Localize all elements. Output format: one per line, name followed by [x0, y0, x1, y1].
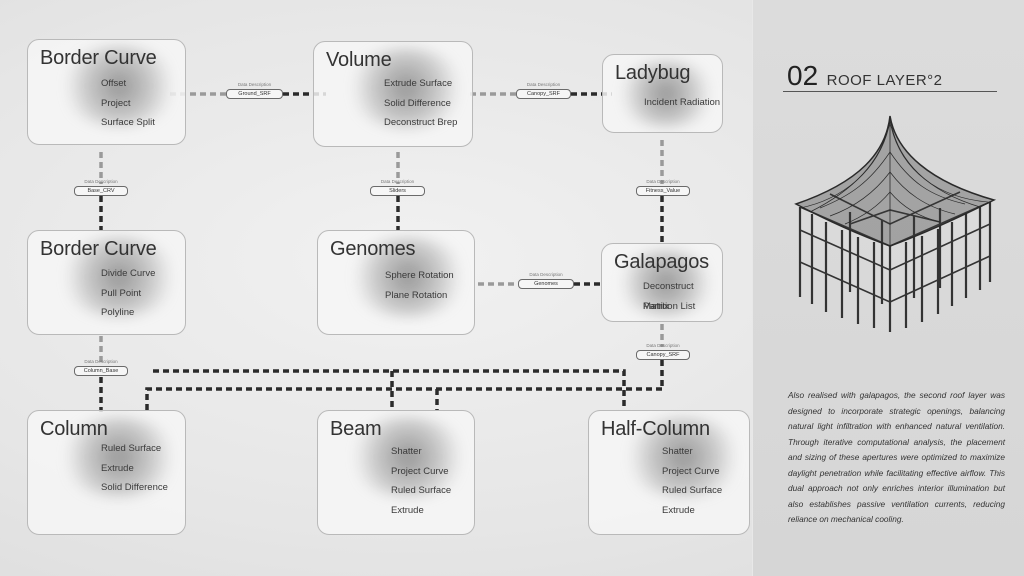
- component-item: Ruled Surface: [101, 443, 162, 454]
- component-item: Extrude Surface: [384, 78, 453, 89]
- component-list: Shatter Project Curve Ruled Surface Extr…: [662, 442, 722, 520]
- node-title: Half-Column: [601, 418, 710, 440]
- component-list: Sphere Rotation Plane Rotation: [385, 266, 454, 305]
- node-title: Ladybug: [615, 62, 691, 84]
- component-item: Solid Difference: [384, 97, 451, 109]
- connector-caption: Data Description: [646, 343, 680, 348]
- component-list: Extrude Surface Solid Difference Deconst…: [384, 74, 457, 133]
- component-list: Deconstruct Matrix Partition List: [643, 277, 722, 316]
- connector-base-crv[interactable]: Base_CRV: [74, 186, 128, 196]
- node-title: Galapagos: [614, 251, 709, 273]
- node-title: Border Curve: [40, 238, 157, 260]
- node-beam[interactable]: Beam Shatter Project Curve Ruled Surface…: [317, 410, 475, 535]
- heading-divider: [783, 91, 997, 92]
- connector-canopy-srf-top[interactable]: Canopy_SRF: [516, 89, 571, 99]
- description-panel: [752, 0, 1024, 576]
- connector-column-base[interactable]: Column_Base: [74, 366, 128, 376]
- connector-ground-srf[interactable]: Ground_SRF: [226, 89, 283, 99]
- component-item: Sphere Rotation: [385, 270, 454, 281]
- component-list: Offset Project Surface Split: [101, 74, 155, 133]
- node-genomes[interactable]: Genomes Sphere Rotation Plane Rotation: [317, 230, 475, 335]
- component-item: Incident Radiation: [644, 97, 721, 108]
- component-item: Extrude: [101, 462, 134, 474]
- node-title: Volume: [326, 49, 392, 71]
- pavilion-columns: [798, 202, 992, 332]
- connector-caption: Data Description: [526, 82, 561, 87]
- component-item: Ruled Surface: [662, 485, 723, 496]
- wire-bus-upper: [145, 387, 662, 410]
- component-item: Project Curve: [391, 465, 449, 477]
- component-item: Deconstruct Matrix: [643, 281, 694, 312]
- node-border-curve-2[interactable]: Border Curve Divide Curve Pull Point Pol…: [27, 230, 186, 335]
- node-title: Border Curve: [40, 47, 157, 69]
- component-item: Project Curve: [662, 465, 720, 477]
- connector-canopy-srf-bottom[interactable]: Canopy_SRF: [636, 350, 690, 360]
- node-title: Genomes: [330, 238, 416, 260]
- pavilion-roof: [794, 115, 997, 247]
- section-number: 02: [787, 60, 819, 91]
- section-title: ROOF LAYER°2: [826, 72, 943, 89]
- component-list: Ruled Surface Extrude Solid Difference: [101, 439, 168, 498]
- connector-fitness-value[interactable]: Fitness_Value: [636, 186, 690, 196]
- node-border-curve-1[interactable]: Border Curve Offset Project Surface Spli…: [27, 39, 186, 145]
- component-item: Project: [101, 97, 131, 109]
- component-list: Shatter Project Curve Ruled Surface Extr…: [391, 442, 451, 520]
- section-description: Also realised with galapagos, the second…: [788, 390, 1005, 524]
- roof-pavilion-illustration: [794, 115, 997, 332]
- component-item: Ruled Surface: [391, 485, 452, 496]
- component-item: Divide Curve: [101, 268, 156, 279]
- component-list: Divide Curve Pull Point Polyline: [101, 264, 155, 323]
- node-ladybug[interactable]: Ladybug Incident Radiation: [602, 54, 723, 133]
- connector-genomes[interactable]: Genomes: [518, 279, 574, 289]
- component-item: Shatter: [391, 446, 422, 457]
- section-heading: 02 ROOF LAYER°2: [787, 60, 943, 92]
- component-list: Incident Radiation: [644, 93, 720, 113]
- connector-caption: Data Description: [529, 272, 563, 277]
- component-item: Pull Point: [101, 287, 142, 299]
- component-item: Partition List: [643, 300, 696, 312]
- component-item: Surface Split: [101, 117, 155, 128]
- connector-caption: Data Description: [84, 179, 118, 184]
- node-half-column[interactable]: Half-Column Shatter Project Curve Ruled …: [588, 410, 750, 535]
- node-title: Beam: [330, 418, 382, 440]
- component-item: Solid Difference: [101, 482, 168, 493]
- connector-caption: Data Description: [646, 179, 680, 184]
- component-item: Plane Rotation: [385, 289, 448, 301]
- connector-sliders[interactable]: Sliders: [370, 186, 425, 196]
- component-item: Extrude: [391, 504, 424, 516]
- node-galapagos[interactable]: Galapagos Deconstruct Matrix Partition L…: [601, 243, 723, 322]
- wire-bus-lower: [153, 369, 626, 410]
- node-volume[interactable]: Volume Extrude Surface Solid Difference …: [313, 41, 473, 147]
- component-item: Polyline: [101, 307, 135, 318]
- component-item: Shatter: [662, 446, 693, 457]
- component-item: Offset: [101, 78, 127, 89]
- component-item: Deconstruct Brep: [384, 117, 458, 128]
- node-title: Column: [40, 418, 108, 440]
- connector-caption: Data Description: [237, 82, 272, 87]
- component-item: Extrude: [662, 504, 695, 516]
- connector-caption: Data Description: [380, 179, 415, 184]
- connector-caption: Data Description: [84, 359, 118, 364]
- node-column[interactable]: Column Ruled Surface Extrude Solid Diffe…: [27, 410, 186, 535]
